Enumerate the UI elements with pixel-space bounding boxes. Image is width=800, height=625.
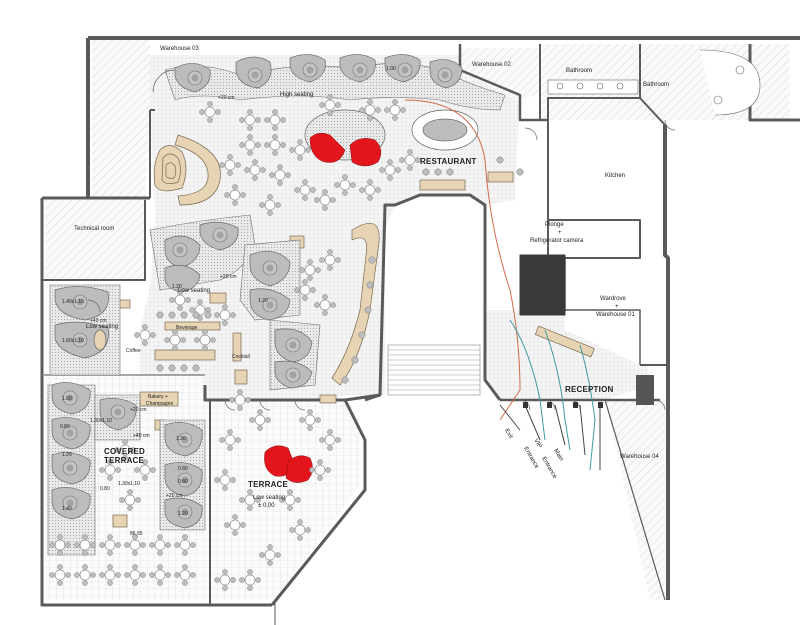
dim-label: 1.20 bbox=[178, 511, 188, 517]
dim-label: 1.20 bbox=[258, 298, 268, 304]
label-warehouse-03: Warehouse 03 bbox=[160, 46, 199, 52]
label-plus-2: + bbox=[615, 304, 619, 310]
label-level-terrace: ± 0,00 bbox=[258, 503, 275, 509]
label-kitchen: Kitchen bbox=[605, 173, 625, 179]
label-low-seating-2: Low seating bbox=[86, 324, 118, 330]
room-labels: Warehouse 03 Warehouse 02 Bathroom Bathr… bbox=[74, 46, 669, 509]
label-restaurant: RESTAURANT bbox=[420, 157, 477, 166]
label-reception: RECEPTION bbox=[565, 385, 613, 394]
dim-label: 1.20 bbox=[62, 452, 72, 458]
dim-label: 1.30x1.10 bbox=[90, 418, 112, 424]
label-warehouse-04: Warehouse 04 bbox=[620, 454, 659, 460]
doors bbox=[87, 69, 676, 411]
label-refrigerator: Refrigerator camera bbox=[530, 238, 584, 244]
label-warehouse-01: Warehouse 01 bbox=[596, 312, 635, 318]
label-low-seating-1: Low seating bbox=[178, 288, 210, 294]
label-exit: Exit bbox=[503, 428, 513, 440]
label-wardrove: Wardrove bbox=[600, 296, 626, 302]
dim-label: +20 cm bbox=[166, 493, 183, 499]
dim-label: 1.60x1.10 bbox=[62, 338, 84, 344]
label-cocktail: Cocktail bbox=[232, 354, 250, 360]
label-terrace: TERRACE bbox=[248, 480, 289, 489]
dim-label: 1.40 bbox=[62, 506, 72, 512]
label-high-seating: High seating bbox=[280, 92, 313, 98]
round-tables bbox=[93, 109, 479, 351]
dim-label: +20 cm bbox=[218, 95, 235, 101]
dim-label: +20 cm bbox=[220, 274, 237, 280]
dim-label: 1.40x1.10 bbox=[62, 299, 84, 305]
label-warehouse-02: Warehouse 02 bbox=[472, 62, 511, 68]
label-vip: VIP bbox=[532, 438, 542, 449]
label-vip-entrance: Entrance bbox=[522, 446, 540, 470]
dim-label: 1.20 bbox=[172, 284, 182, 290]
label-champagne: Champagne bbox=[146, 401, 173, 407]
label-coffee: Coffee bbox=[126, 348, 141, 354]
dim-label: +40 cm bbox=[133, 433, 150, 439]
bathroom-fixtures bbox=[547, 49, 761, 116]
dim-label: 1.00 bbox=[62, 396, 72, 402]
dim-label: 1.30x1.10 bbox=[118, 481, 140, 487]
label-bathroom-2: Bathroom bbox=[643, 82, 669, 88]
dim-label: 0.80 bbox=[60, 424, 70, 430]
walls bbox=[40, 36, 800, 625]
label-terrace-covered: TERRACE bbox=[104, 456, 145, 465]
label-bathroom-1: Bathroom bbox=[566, 68, 592, 74]
entrance-labels: Exit VIP Entrance Main Entrance bbox=[503, 428, 564, 480]
label-bakery: Bakery + bbox=[148, 394, 168, 400]
dim-label: 0.80 bbox=[178, 466, 188, 472]
label-low-seating-terrace: Low seating bbox=[253, 495, 285, 501]
dim-label: 1.00 bbox=[386, 66, 396, 72]
dim-label: +40 cm bbox=[90, 318, 107, 324]
label-covered: COVERED bbox=[104, 447, 145, 456]
entrance-paths bbox=[404, 99, 601, 471]
label-beverage: Beverage bbox=[176, 325, 198, 331]
dim-label: 86,95 bbox=[130, 531, 143, 537]
label-plus-1: + bbox=[558, 230, 562, 236]
dimension-labels: +20 cm +20 cm +40 cm +40 cm +20 cm +20 c… bbox=[60, 66, 396, 537]
label-main-entrance: Entrance bbox=[540, 456, 558, 480]
dim-label: 0.80 bbox=[178, 479, 188, 485]
dim-label: +20 cm bbox=[130, 407, 147, 413]
dim-label: 1.20 bbox=[176, 436, 186, 442]
label-technical-room: Technical room bbox=[74, 226, 114, 232]
label-main: Main bbox=[552, 448, 564, 462]
label-plonge: Plonge bbox=[545, 222, 564, 228]
red-sculpture-chairs bbox=[264, 132, 382, 483]
dim-label: 0.80 bbox=[100, 486, 110, 492]
